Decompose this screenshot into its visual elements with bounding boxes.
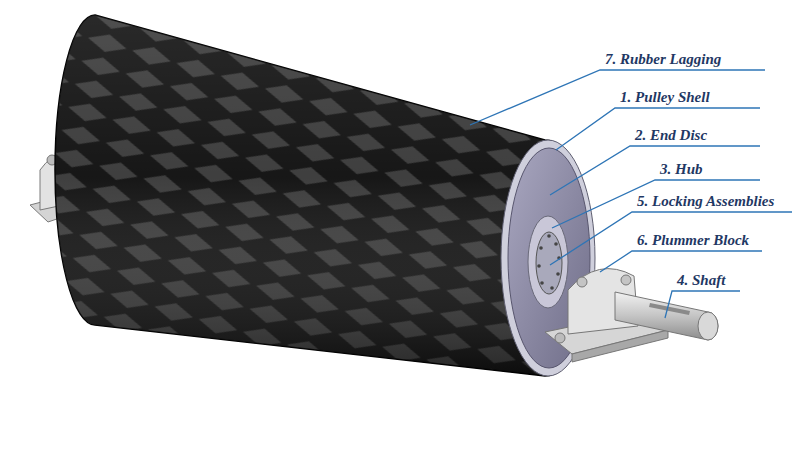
bolt [550,286,554,290]
leader-line [550,212,792,265]
locking-assembly [536,232,562,294]
foot-bolt [555,333,565,343]
cap-bolt [621,275,631,285]
block-foot-edge [572,330,668,362]
bolt [537,264,541,268]
bolt [556,272,560,276]
leader-line [556,108,760,150]
shaft [615,292,718,340]
shaft-body [615,292,718,340]
part-label: 6. Plummer Block [637,231,749,249]
hub [528,216,568,308]
leader-line [470,70,765,125]
shaft-keyway [649,303,690,315]
part-label: 5. Locking Assemblies [637,192,774,210]
bolt [539,246,543,250]
part-label: 4. Shaft [677,271,725,289]
bolt [540,281,544,285]
part-label: 7. Rubber Lagging [605,50,721,68]
locking-bolts [537,234,561,290]
leader-line [600,251,762,272]
leader-lines [470,70,792,318]
leader-line [665,291,740,318]
leader-line [550,146,760,195]
bolt [547,234,551,238]
bolt [554,242,558,246]
part-label: 2. End Disc [635,126,707,144]
part-label: 3. Hub [660,160,703,178]
cap-bolt [577,277,587,287]
shaft-end [698,312,718,340]
part-label: 1. Pulley Shell [620,88,710,106]
